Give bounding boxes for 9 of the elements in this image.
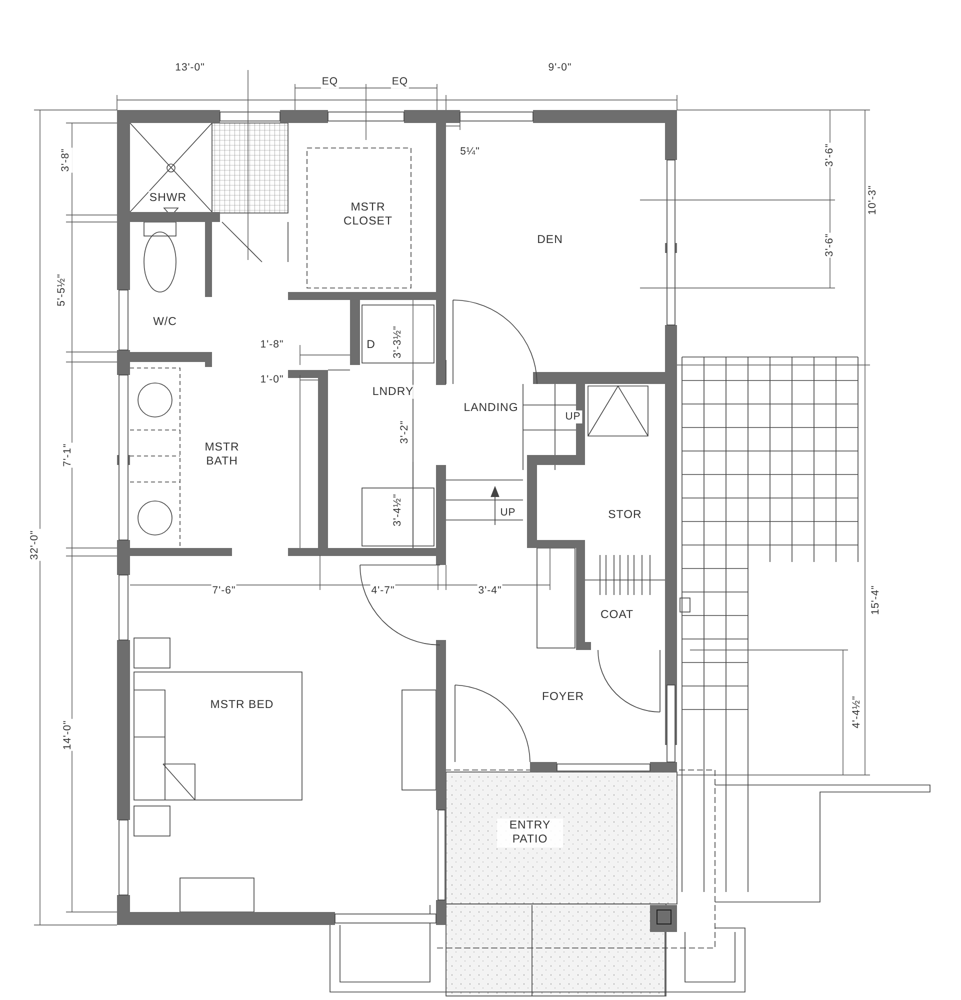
dimension-label: EQ (320, 75, 340, 89)
dimension-label: 3'-8" (59, 147, 73, 173)
dimension-label: 14'-0" (61, 719, 75, 751)
stair-direction-label: UP (564, 410, 582, 424)
room-label: LNDRY (371, 384, 415, 400)
dimension-label: 7'-1" (61, 442, 75, 468)
dimension-label: 32'-0" (28, 529, 42, 561)
dimension-label: EQ (390, 75, 410, 89)
room-label: ENTRY PATIO (497, 818, 563, 848)
